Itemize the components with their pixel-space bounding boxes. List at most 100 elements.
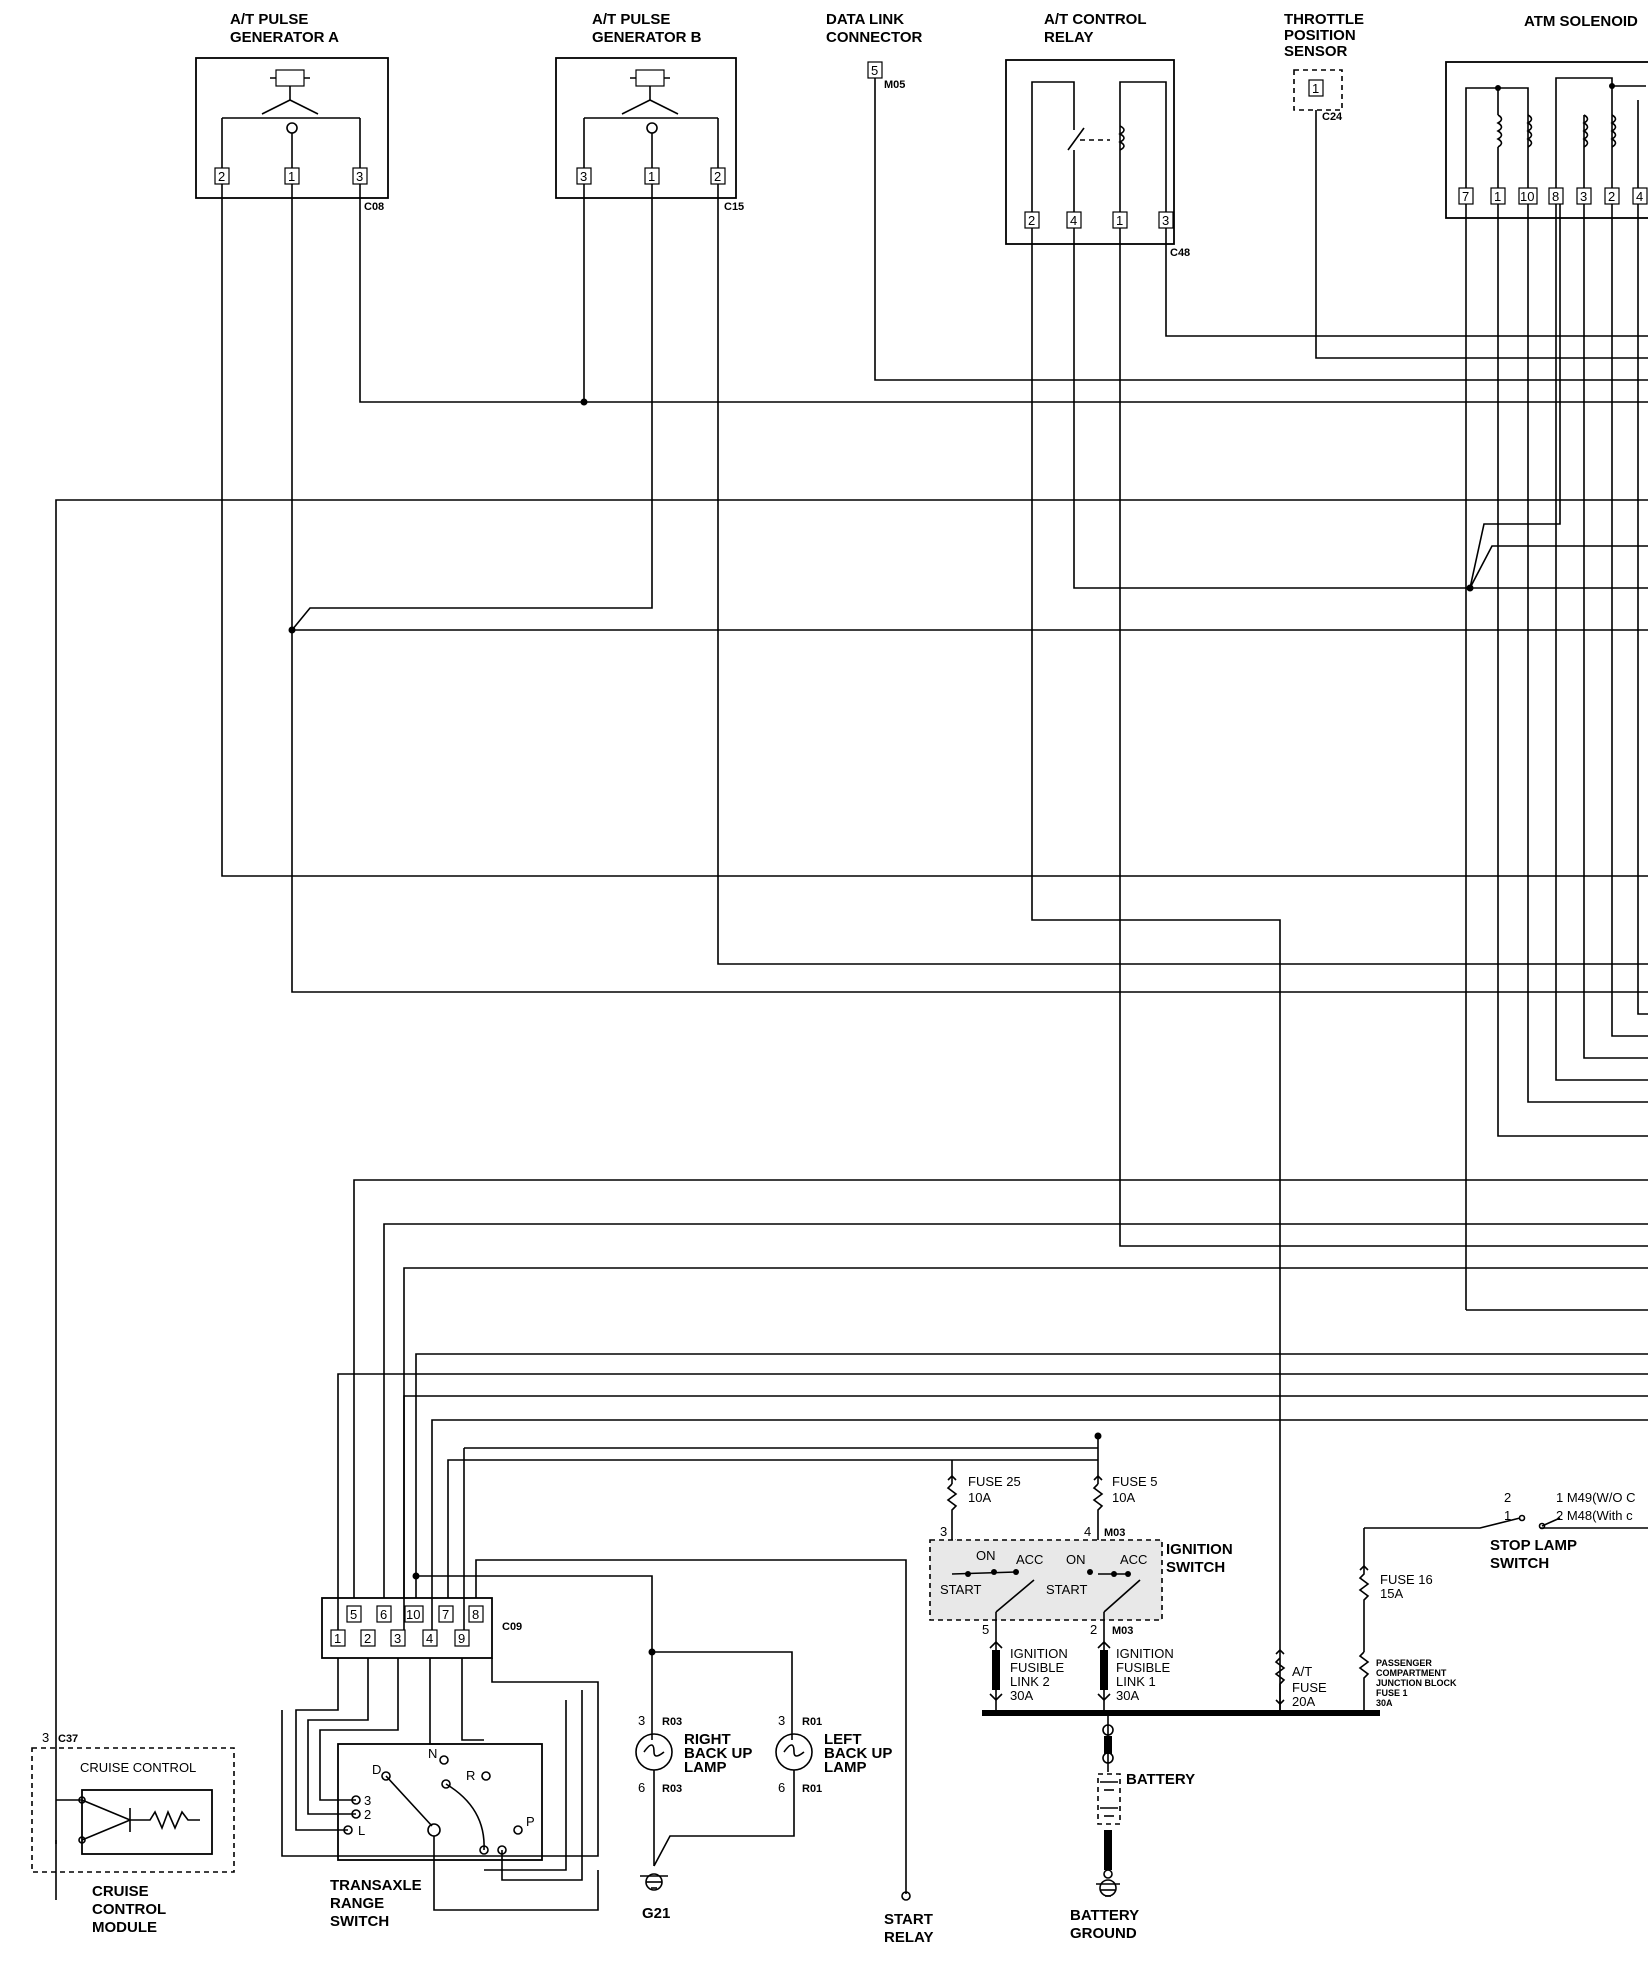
right-lamp-title-2: BACK UP <box>684 1745 752 1762</box>
pulse-gen-b-title-1: A/T PULSE <box>592 11 670 28</box>
stop-lamp-title-1: STOP LAMP <box>1490 1537 1577 1554</box>
c09-pin: 5 <box>350 1607 357 1622</box>
ground-g21-label: G21 <box>642 1905 670 1922</box>
atm-solenoid: ATM SOLENOID 7 1 10 8 3 2 4 <box>1445 13 1648 219</box>
pcjb-l3: JUNCTION BLOCK <box>1376 1678 1457 1688</box>
range-switch-pivot-icon <box>427 1823 441 1837</box>
pulse-generator-b: A/T PULSE GENERATOR B 3 1 2 C15 <box>555 11 744 213</box>
ignition-pin-4: 4 <box>1084 1524 1091 1539</box>
ignition-title-1: IGNITION <box>1166 1541 1233 1558</box>
cruise-pin: 3 <box>42 1730 49 1745</box>
pulse-gen-a-title-2: GENERATOR A <box>230 29 339 46</box>
battery-ground-icon <box>1099 1879 1117 1897</box>
tps-title-3: SENSOR <box>1284 43 1348 60</box>
fuse5-rating: 10A <box>1112 1490 1135 1505</box>
atm-solenoid-coil-icon <box>1582 114 1589 148</box>
start-relay-title-2: RELAY <box>884 1929 933 1946</box>
cruise-title-1: CRUISE <box>92 1883 149 1900</box>
atm-solenoid-coil-icon <box>1496 114 1503 148</box>
left-lamp-top-pin: 3 <box>778 1713 785 1728</box>
pulse-generator-a: A/T PULSE GENERATOR A 2 1 3 C08 <box>195 11 389 213</box>
relay-pin: 2 <box>1028 213 1035 228</box>
c09-pin: 7 <box>442 1607 449 1622</box>
ignition-contact-icon <box>1103 1579 1141 1613</box>
atm-solenoid-coil-icon <box>1526 114 1533 148</box>
pulse-gen-a-sensor-icon <box>275 69 305 87</box>
battery-group: BATTERY BATTERY GROUND <box>1070 1716 1195 1942</box>
left-lamp-title-3: LAMP <box>824 1759 867 1776</box>
fusible2-rating: 30A <box>1010 1688 1033 1703</box>
fusible1-l1: IGNITION <box>1116 1646 1174 1661</box>
range-pos-p: P <box>526 1814 535 1829</box>
right-lamp-top-conn: R03 <box>662 1716 682 1728</box>
ignition-power: FUSE 25 10A FUSE 5 10A 3 4 M03 IGNITION … <box>929 1474 1648 1716</box>
stop-lamp-switch-icon <box>1518 1514 1526 1522</box>
range-pos-3: 3 <box>364 1793 371 1808</box>
cruise-connector: C37 <box>58 1733 78 1745</box>
relay-title-1: A/T CONTROL <box>1044 11 1147 28</box>
c09-pin: 1 <box>334 1631 341 1646</box>
c09-connector-id: C09 <box>502 1621 522 1633</box>
atm-solenoid-coil-icon <box>1610 114 1617 148</box>
stop-lamp-conn-bottom: 2 M48(With c <box>1556 1508 1633 1523</box>
ignition-contact-icon <box>995 1579 1035 1613</box>
tps-pin: 1 <box>1312 81 1319 96</box>
right-lamp-top-pin: 3 <box>638 1713 645 1728</box>
ignition-connector: M03 <box>1104 1527 1125 1539</box>
stop-lamp-pin-2: 2 <box>1504 1490 1511 1505</box>
relay-pin: 4 <box>1070 213 1077 228</box>
cruise-title-3: MODULE <box>92 1919 157 1936</box>
range-switch-title-2: RANGE <box>330 1895 384 1912</box>
cruise-transistor-icon <box>81 1799 131 1821</box>
cruise-resistor-icon <box>130 1809 200 1831</box>
ignition-title-2: SWITCH <box>1166 1559 1225 1576</box>
backup-lamps: 3 R03 6 R03 RIGHT BACK UP LAMP 3 R01 6 R… <box>635 1651 933 1946</box>
range-pos-r: R <box>466 1768 475 1783</box>
ignition-switch-body <box>929 1539 1163 1621</box>
battery-icon <box>1097 1773 1121 1825</box>
tps-title-2: POSITION <box>1284 27 1356 44</box>
pulse-gen-b-title-2: GENERATOR B <box>592 29 702 46</box>
start-relay-terminal-icon <box>901 1891 911 1901</box>
relay-coil-icon <box>1118 125 1125 151</box>
left-lamp-bottom-conn: R01 <box>802 1783 822 1795</box>
ignition-pin-2: 2 <box>1090 1622 1097 1637</box>
pcjb-l4: FUSE 1 <box>1376 1688 1408 1698</box>
c09-pin: 6 <box>380 1607 387 1622</box>
relay-title-2: RELAY <box>1044 29 1093 46</box>
fuse5-name: FUSE 5 <box>1112 1474 1158 1489</box>
battery-ground-title-2: GROUND <box>1070 1925 1137 1942</box>
range-switch-title-1: TRANSAXLE <box>330 1877 422 1894</box>
start-relay-title-1: START <box>884 1911 933 1928</box>
c09-pin: 4 <box>426 1631 433 1646</box>
fusible1-l3: LINK 1 <box>1116 1674 1156 1689</box>
stop-lamp-pin-1: 1 <box>1504 1508 1511 1523</box>
c09-pin: 3 <box>394 1631 401 1646</box>
ignition-acc-2: ACC <box>1120 1552 1147 1567</box>
right-lamp-bottom-conn: R03 <box>662 1783 682 1795</box>
pulse-gen-a-pin: 2 <box>218 169 225 184</box>
fusible2-l1: IGNITION <box>1010 1646 1068 1661</box>
transaxle-range-switch: 3 2 L D N R P TRANSAXLE RANGE SWITCH <box>281 1658 599 1930</box>
upper-wiring <box>55 78 1648 1844</box>
power-bus-bar <box>982 1710 1380 1716</box>
cruise-control-module: 3 C37 CRUISE CONTROL CRUISE CONTROL MODU… <box>31 1730 235 1936</box>
pulse-gen-a-connector: C08 <box>364 201 384 213</box>
right-lamp-title-3: LAMP <box>684 1759 727 1776</box>
fuse16-name: FUSE 16 <box>1380 1572 1433 1587</box>
data-link-title-2: CONNECTOR <box>826 29 923 46</box>
c09-pin: 9 <box>458 1631 465 1646</box>
range-pos-l: L <box>358 1823 365 1838</box>
data-link-pin: 5 <box>871 63 878 78</box>
pulse-gen-a-pin: 3 <box>356 169 363 184</box>
fusible1-rating: 30A <box>1116 1688 1139 1703</box>
pulse-gen-b-pin: 3 <box>580 169 587 184</box>
pulse-gen-b-connector: C15 <box>724 201 744 213</box>
data-link-title-1: DATA LINK <box>826 11 904 28</box>
at-fuse-l1: A/T <box>1292 1664 1312 1679</box>
atm-solenoid-title: ATM SOLENOID <box>1524 13 1638 30</box>
range-pos-2: 2 <box>364 1807 371 1822</box>
atm-solenoid-pin: 4 <box>1636 189 1643 204</box>
ignition-pin-5: 5 <box>982 1622 989 1637</box>
